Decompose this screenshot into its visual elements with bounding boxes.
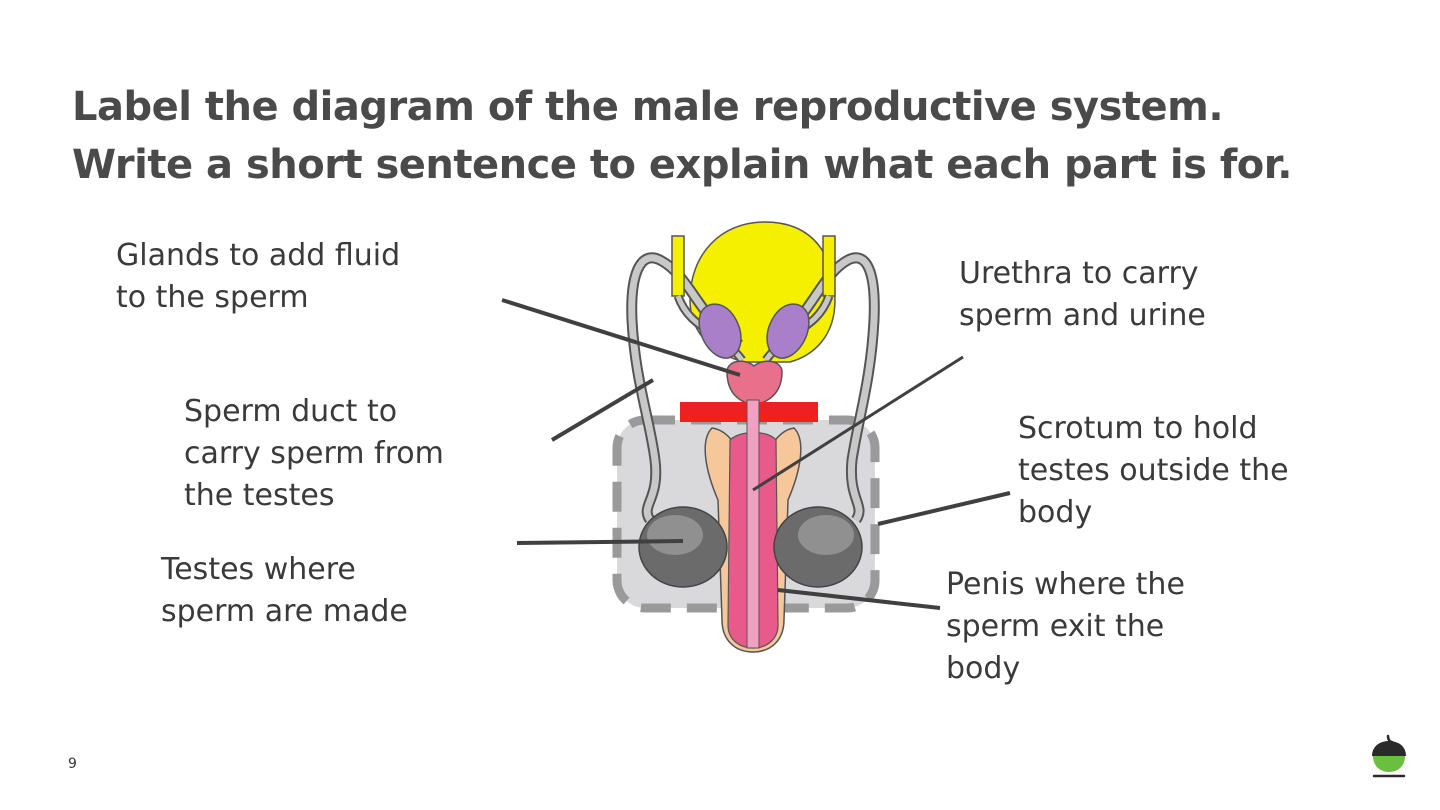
gland-left bbox=[698, 303, 742, 359]
leader-line-scrotum bbox=[877, 491, 1011, 526]
label-glands: Glands to add fluid to the sperm bbox=[116, 238, 401, 315]
label-sperm-duct: Sperm duct to carry sperm from the teste… bbox=[184, 394, 444, 513]
leader-line-urethra bbox=[752, 355, 964, 492]
acorn-logo-icon bbox=[1372, 734, 1406, 778]
page-title: Label the diagram of the male reproducti… bbox=[72, 78, 1392, 194]
gland-right bbox=[766, 303, 810, 359]
leader-line-sperm-duct bbox=[550, 378, 655, 442]
page-number: 9 bbox=[68, 756, 77, 772]
title-line-1: Label the diagram of the male reproducti… bbox=[72, 84, 1224, 130]
urethra bbox=[746, 399, 760, 649]
label-testes: Testes where sperm are made bbox=[161, 552, 408, 629]
sperm-duct-right-fill bbox=[768, 254, 878, 522]
vas-left bbox=[671, 235, 685, 297]
title-line-2: Write a short sentence to explain what e… bbox=[72, 142, 1292, 188]
sperm-duct-left-fill bbox=[628, 254, 742, 522]
prostate-gland bbox=[726, 360, 783, 406]
leader-line-glands bbox=[501, 298, 741, 377]
label-scrotum: Scrotum to hold testes outside the body bbox=[1018, 411, 1289, 530]
leader-line-penis bbox=[777, 588, 941, 610]
leader-line-testes bbox=[516, 539, 684, 545]
label-urethra: Urethra to carry sperm and urine bbox=[959, 256, 1206, 333]
vas-right bbox=[822, 235, 836, 297]
label-penis: Penis where the sperm exit the body bbox=[946, 567, 1185, 686]
